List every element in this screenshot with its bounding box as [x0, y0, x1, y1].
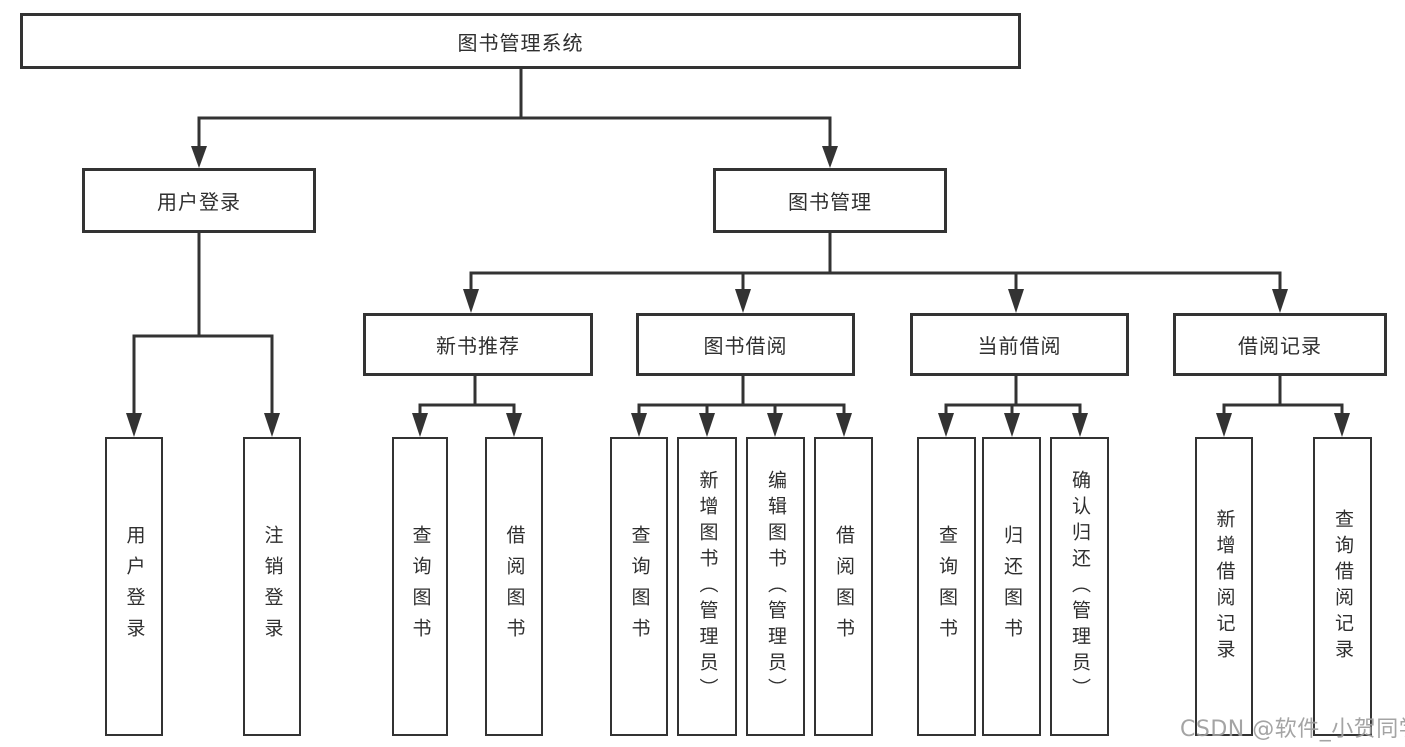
node-borrow-records-label: 借阅记录: [1238, 334, 1322, 358]
leaf-user-login-label: 用户登录: [123, 524, 146, 649]
node-user-login: 用户登录: [82, 168, 316, 233]
leaf-new-books-query: 查询图书: [392, 437, 448, 736]
connector-new-books-children: [412, 374, 522, 437]
watermark-text: CSDN @软件_小贺同学: [1180, 717, 1405, 742]
leaf-new-books-borrow-label: 借阅图书: [503, 524, 526, 649]
connector-borrow-records-children: [1216, 374, 1350, 437]
connector-current-borrow-children: [938, 374, 1088, 437]
connector-root-to-level2: [191, 67, 838, 168]
node-user-login-label: 用户登录: [157, 190, 241, 214]
node-borrow-records: 借阅记录: [1173, 313, 1387, 376]
node-book-borrow-label: 图书借阅: [703, 334, 788, 358]
leaf-current-confirm-admin: 确认归还（管理员）: [1050, 437, 1109, 736]
leaf-current-confirm-admin-label: 确认归还（管理员）: [1069, 469, 1091, 704]
leaf-records-add-label: 新增借阅记录: [1213, 508, 1236, 665]
leaf-new-books-query-label: 查询图书: [409, 524, 432, 649]
leaf-borrow-edit-admin: 编辑图书（管理员）: [746, 437, 805, 736]
node-new-books: 新书推荐: [363, 313, 593, 376]
connector-user-login-children: [126, 231, 280, 437]
node-book-mgmt-label: 图书管理: [788, 190, 872, 214]
connector-book-borrow-children: [631, 374, 852, 437]
leaf-borrow-borrow-label: 借阅图书: [833, 524, 855, 649]
leaf-borrow-query: 查询图书: [610, 437, 668, 736]
leaf-borrow-borrow: 借阅图书: [814, 437, 873, 736]
leaf-borrow-add-admin-label: 新增图书（管理员）: [696, 469, 719, 704]
connector-book-mgmt-children: [463, 231, 1288, 313]
leaf-records-add: 新增借阅记录: [1195, 437, 1253, 736]
leaf-current-return-label: 归还图书: [1001, 524, 1023, 649]
leaf-current-return: 归还图书: [982, 437, 1041, 736]
leaf-records-query-label: 查询借阅记录: [1332, 508, 1354, 665]
leaf-borrow-query-label: 查询图书: [628, 524, 651, 649]
leaf-new-books-borrow: 借阅图书: [485, 437, 543, 736]
node-root-label: 图书管理系统: [457, 30, 584, 55]
leaf-logout: 注销登录: [243, 437, 301, 736]
node-new-books-label: 新书推荐: [436, 334, 520, 358]
leaf-user-login: 用户登录: [105, 437, 163, 736]
leaf-borrow-add-admin: 新增图书（管理员）: [677, 437, 737, 736]
node-book-borrow: 图书借阅: [636, 313, 855, 376]
node-current-borrow-label: 当前借阅: [977, 334, 1062, 358]
node-root: 图书管理系统: [20, 13, 1021, 69]
node-current-borrow: 当前借阅: [910, 313, 1129, 376]
leaf-borrow-edit-admin-label: 编辑图书（管理员）: [765, 469, 787, 704]
leaf-current-query-label: 查询图书: [936, 524, 958, 649]
leaf-logout-label: 注销登录: [261, 524, 284, 649]
leaf-records-query: 查询借阅记录: [1313, 437, 1372, 736]
node-book-mgmt: 图书管理: [713, 168, 947, 233]
leaf-current-query: 查询图书: [917, 437, 976, 736]
